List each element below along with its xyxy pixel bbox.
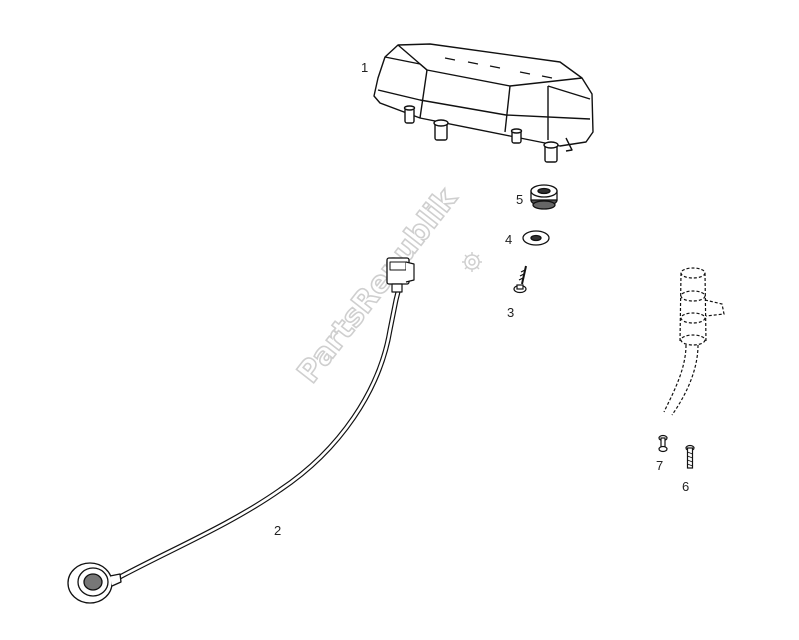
mounting-stud — [403, 105, 416, 124]
callout-2: 2 — [274, 523, 281, 538]
screw[interactable] — [513, 265, 527, 294]
callout-7: 7 — [656, 458, 663, 473]
watermark: PartsRepublik — [290, 180, 466, 390]
instrument-panel[interactable] — [373, 43, 594, 163]
callout-6: 6 — [682, 479, 689, 494]
callout-4: 4 — [505, 232, 512, 247]
cable-sensor-end — [67, 562, 122, 604]
callout-5: 5 — [516, 192, 523, 207]
dashed-reference-sensor — [663, 267, 725, 416]
washer[interactable] — [522, 230, 550, 246]
small-screw[interactable] — [658, 434, 668, 453]
speedometer-cable[interactable] — [67, 257, 415, 604]
mounting-stud — [433, 119, 449, 141]
watermark-text: PartsRepublik — [291, 181, 465, 390]
gear-watermark-icon — [462, 252, 482, 272]
mounting-stud — [510, 128, 523, 144]
rubber-grommet[interactable] — [530, 184, 558, 210]
callout-1: 1 — [361, 60, 368, 75]
callout-3: 3 — [507, 305, 514, 320]
bolt[interactable] — [685, 444, 695, 469]
mounting-stud — [543, 141, 559, 163]
